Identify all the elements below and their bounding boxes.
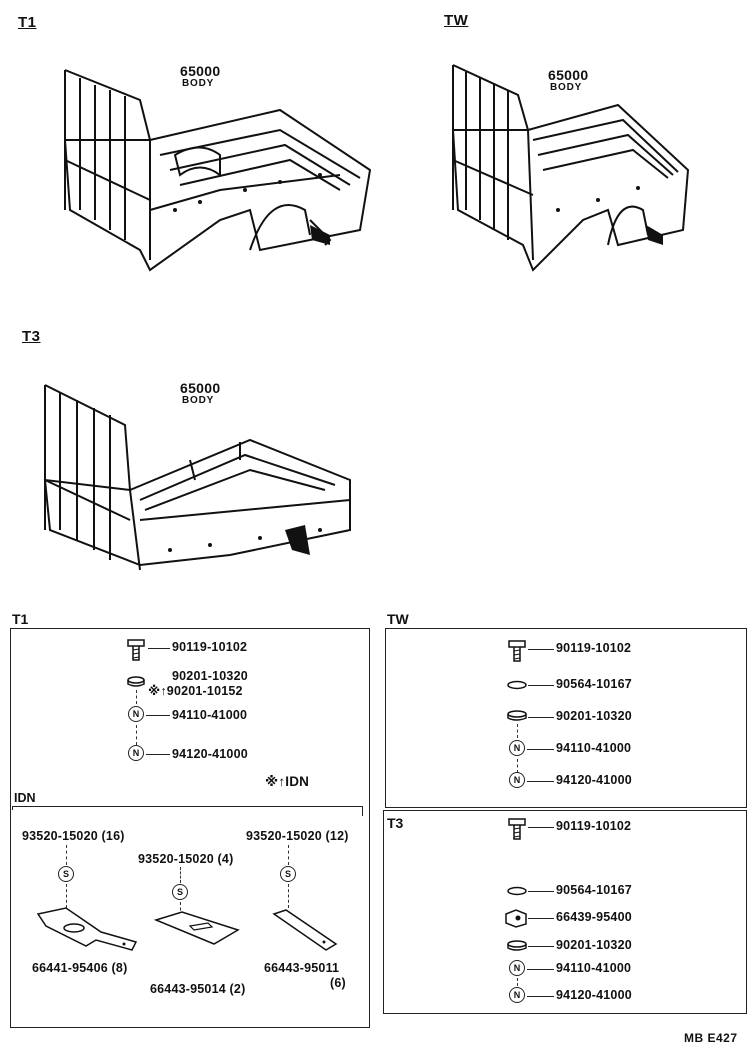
leader-line (527, 749, 554, 750)
plate-part-1: 66441-95406 (8) (32, 961, 128, 975)
leader-line (527, 969, 554, 970)
leader-line (527, 781, 554, 782)
leader-line (528, 685, 554, 686)
part-number-washer: 90201-10320 (556, 938, 632, 952)
leader-line (146, 754, 170, 755)
clamp-icon (505, 909, 527, 928)
part-number-nut-94120: 94120-41000 (172, 747, 248, 761)
screw-icon: S (172, 884, 188, 900)
washer-icon (127, 676, 145, 687)
idn-box-title: IDN (14, 791, 36, 805)
nut-icon: N (128, 706, 144, 722)
part-number-nut-94110: 94110-41000 (556, 741, 632, 755)
leader-line (527, 996, 554, 997)
assembly-label-tw: BODY (550, 82, 583, 93)
washer-icon (507, 680, 527, 690)
part-number-washer-thin: 90564-10167 (556, 677, 632, 691)
leader-line (528, 891, 554, 892)
truck-body-tw-illustration (451, 64, 690, 272)
t1-box-title: T1 (12, 611, 29, 627)
tw-parts-box (385, 628, 747, 808)
t3-box-title: T3 (387, 815, 404, 831)
t3-parts-box (383, 810, 747, 1014)
screw-icon: S (58, 866, 74, 882)
assembly-label-t3: BODY (182, 395, 215, 406)
page-reference: MB E427 (684, 1031, 738, 1045)
dashed-connector (180, 902, 181, 916)
part-number-bolt: 90119-10102 (556, 819, 632, 833)
dashed-connector (66, 845, 67, 865)
leader-line (528, 717, 554, 718)
idn-box-top (12, 806, 362, 808)
dashed-connector (288, 884, 289, 908)
leader-line (148, 648, 170, 649)
dashed-connector (136, 725, 137, 745)
leader-line (528, 827, 554, 828)
washer-icon (507, 886, 527, 896)
assembly-code-t1: 65000 (180, 63, 221, 79)
idn-note: ※↑IDN (265, 774, 310, 789)
idn-box-corner-left (12, 806, 13, 810)
assembly-label-t1: BODY (182, 78, 215, 89)
t1-parts-box (10, 628, 370, 1028)
washer-icon (507, 940, 527, 951)
part-number-nut-94120: 94120-41000 (556, 988, 632, 1002)
part-number-washer-alt: ※↑90201-10152 (148, 684, 243, 698)
part-number-washer: 90201-10320 (172, 669, 248, 683)
part-number-washer-thin: 90564-10167 (556, 883, 632, 897)
dashed-connector (517, 759, 518, 773)
nut-icon: N (509, 960, 525, 976)
dashed-connector (517, 978, 518, 986)
nut-icon: N (128, 745, 144, 761)
truck-body-t1-illustration (63, 69, 372, 272)
dashed-connector (517, 724, 518, 738)
part-number-bolt: 90119-10102 (172, 640, 248, 654)
bolt-icon (508, 640, 526, 662)
bracket-strip-icon (272, 909, 338, 951)
bracket-plate-icon (153, 911, 240, 945)
screw-icon: S (280, 866, 296, 882)
part-number-clamp: 66439-95400 (556, 910, 632, 924)
assembly-code-tw: 65000 (548, 67, 589, 83)
assembly-code-t3: 65000 (180, 380, 221, 396)
leader-line (146, 715, 170, 716)
part-number-washer: 90201-10320 (556, 709, 632, 723)
leader-line (528, 918, 554, 919)
part-number-nut-94110: 94110-41000 (172, 708, 248, 722)
tw-box-title: TW (387, 611, 409, 627)
nut-icon: N (509, 772, 525, 788)
plate-part-3-qty: (6) (330, 976, 346, 990)
section-label-tw: TW (444, 12, 469, 29)
dashed-connector (180, 867, 181, 883)
dashed-connector (288, 845, 289, 865)
leader-line (528, 649, 554, 650)
screw-part-1: 93520-15020 (16) (22, 829, 125, 843)
section-label-t3: T3 (22, 328, 41, 345)
screw-part-3: 93520-15020 (12) (246, 829, 349, 843)
idn-box-corner-right (362, 806, 363, 816)
plate-part-2: 66443-95014 (2) (150, 982, 246, 996)
dashed-connector (66, 884, 67, 908)
section-label-t1: T1 (18, 14, 37, 31)
bracket-plate-icon (36, 907, 138, 951)
nut-icon: N (509, 740, 525, 756)
bolt-icon (508, 818, 526, 840)
truck-body-t3-illustration (43, 384, 351, 571)
nut-icon: N (509, 987, 525, 1003)
washer-icon (507, 710, 527, 721)
leader-line (528, 946, 554, 947)
bolt-icon (127, 639, 145, 661)
screw-part-2: 93520-15020 (4) (138, 852, 234, 866)
plate-part-3: 66443-95011 (264, 961, 340, 975)
dashed-connector (136, 690, 137, 704)
part-number-nut-94110: 94110-41000 (556, 961, 632, 975)
part-number-bolt: 90119-10102 (556, 641, 632, 655)
part-number-nut-94120: 94120-41000 (556, 773, 632, 787)
